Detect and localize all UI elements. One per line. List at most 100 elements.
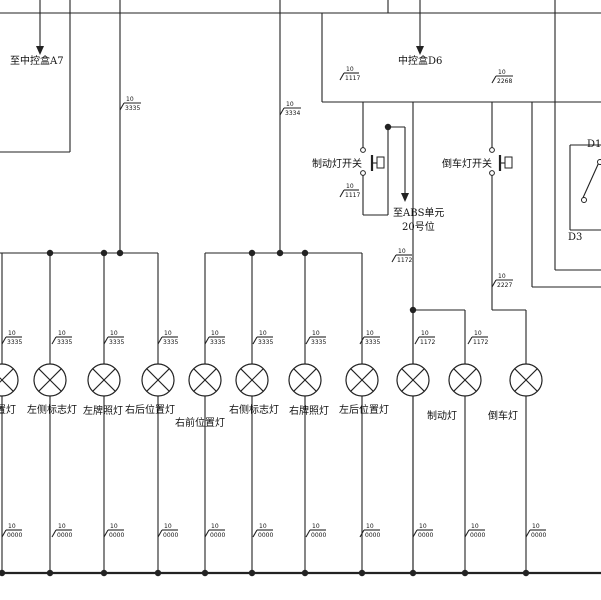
label-to-abs: 至ABS单元	[393, 207, 444, 219]
wire-code: 0000	[163, 532, 178, 539]
lamp-1	[0, 253, 19, 573]
wire-label: 10 0000	[525, 523, 546, 539]
junction-dot	[276, 249, 284, 257]
wire-label: 10 0000	[103, 523, 124, 539]
lamp-5	[188, 253, 222, 573]
wire-size: 10	[211, 523, 219, 530]
wire-code: 1172	[473, 339, 488, 346]
lamp-label-10: 倒车灯	[488, 409, 518, 422]
wire-size: 10	[366, 330, 374, 337]
lamp-8	[345, 253, 379, 573]
junction-nodes	[0, 123, 530, 577]
lamp-label-5: 右前位置灯	[175, 416, 225, 429]
junction-dot	[100, 569, 108, 577]
junction-dot	[301, 569, 309, 577]
junction-dot	[46, 249, 54, 257]
wire-code: 3335	[7, 339, 22, 346]
top-frame	[0, 0, 601, 288]
junction-dot	[384, 123, 392, 131]
wire-code: 0000	[7, 532, 22, 539]
wire-size: 10	[312, 330, 320, 337]
wire-code: 3335	[109, 339, 124, 346]
label-d1: D1	[587, 139, 601, 150]
wire-label: 10 0000	[412, 523, 433, 539]
junction-dot	[409, 306, 417, 314]
wire-code: 3335	[311, 339, 326, 346]
lamp-label-9: 制动灯	[427, 409, 457, 422]
wire-code: 3335	[365, 339, 380, 346]
wire-label: 10 1117	[339, 183, 360, 199]
junction-dot	[46, 569, 54, 577]
wire-label: 10 3335	[359, 330, 380, 346]
wire-size: 10	[498, 69, 506, 76]
label-to-central-a7: 至中控盒A7	[10, 54, 64, 67]
wire-code: 3335	[125, 105, 140, 112]
junction-dot	[116, 249, 124, 257]
wire-size: 10	[346, 183, 354, 190]
lamp-label-3: 左牌照灯	[83, 404, 123, 417]
wire-label: 10 0000	[1, 523, 22, 539]
wire-label: 10 3335	[119, 96, 141, 112]
wire-size: 10	[312, 523, 320, 530]
wire-code: 1117	[345, 192, 360, 199]
lamp-label-2: 左侧标志灯	[27, 403, 77, 416]
wire-size: 10	[126, 96, 134, 103]
wire-size: 10	[471, 523, 479, 530]
wire-label: 10 1172	[414, 330, 435, 346]
wire-code: 0000	[531, 532, 546, 539]
junction-dot	[154, 569, 162, 577]
wire-size: 10	[259, 523, 267, 530]
label-d3: D3	[568, 232, 582, 243]
wire-code: 3335	[57, 339, 72, 346]
wire-code: 3334	[285, 110, 300, 117]
wire-size: 10	[346, 66, 354, 73]
junction-dot	[522, 569, 530, 577]
junction-dot	[248, 249, 256, 257]
lamp-label-6: 右侧标志灯	[229, 403, 279, 416]
junction-dot	[358, 569, 366, 577]
junction-dot	[0, 569, 6, 577]
wire-size: 10	[110, 523, 118, 530]
junction-dot	[409, 569, 417, 577]
lamps-layer	[0, 253, 543, 573]
junction-dot	[301, 249, 309, 257]
feed-wires	[0, 0, 362, 254]
wire-size: 10	[58, 523, 66, 530]
wire-size: 10	[532, 523, 540, 530]
wire-code: 1172	[397, 257, 412, 264]
wire-size: 10	[421, 330, 429, 337]
wire-labels: 1011171011171022681033351033341011721022…	[1, 66, 546, 539]
lamp-label-7: 右牌照灯	[289, 404, 329, 417]
wire-size: 10	[58, 330, 66, 337]
wire-code: 0000	[418, 532, 433, 539]
wire-code: 1117	[345, 75, 360, 82]
lamp-10	[448, 310, 482, 573]
wire-code: 0000	[210, 532, 225, 539]
wire-size: 10	[419, 523, 427, 530]
wire-label: 10 1117	[339, 66, 360, 82]
label-abs-pin: 20号位	[402, 220, 435, 233]
wire-code: 3335	[163, 339, 178, 346]
lamp-11	[509, 310, 543, 573]
wire-label: 10 0000	[204, 523, 225, 539]
wire-code: 0000	[109, 532, 124, 539]
wire-code: 0000	[365, 532, 380, 539]
wire-code: 1172	[420, 339, 435, 346]
wire-size: 10	[8, 523, 16, 530]
lamp-7	[288, 253, 322, 573]
